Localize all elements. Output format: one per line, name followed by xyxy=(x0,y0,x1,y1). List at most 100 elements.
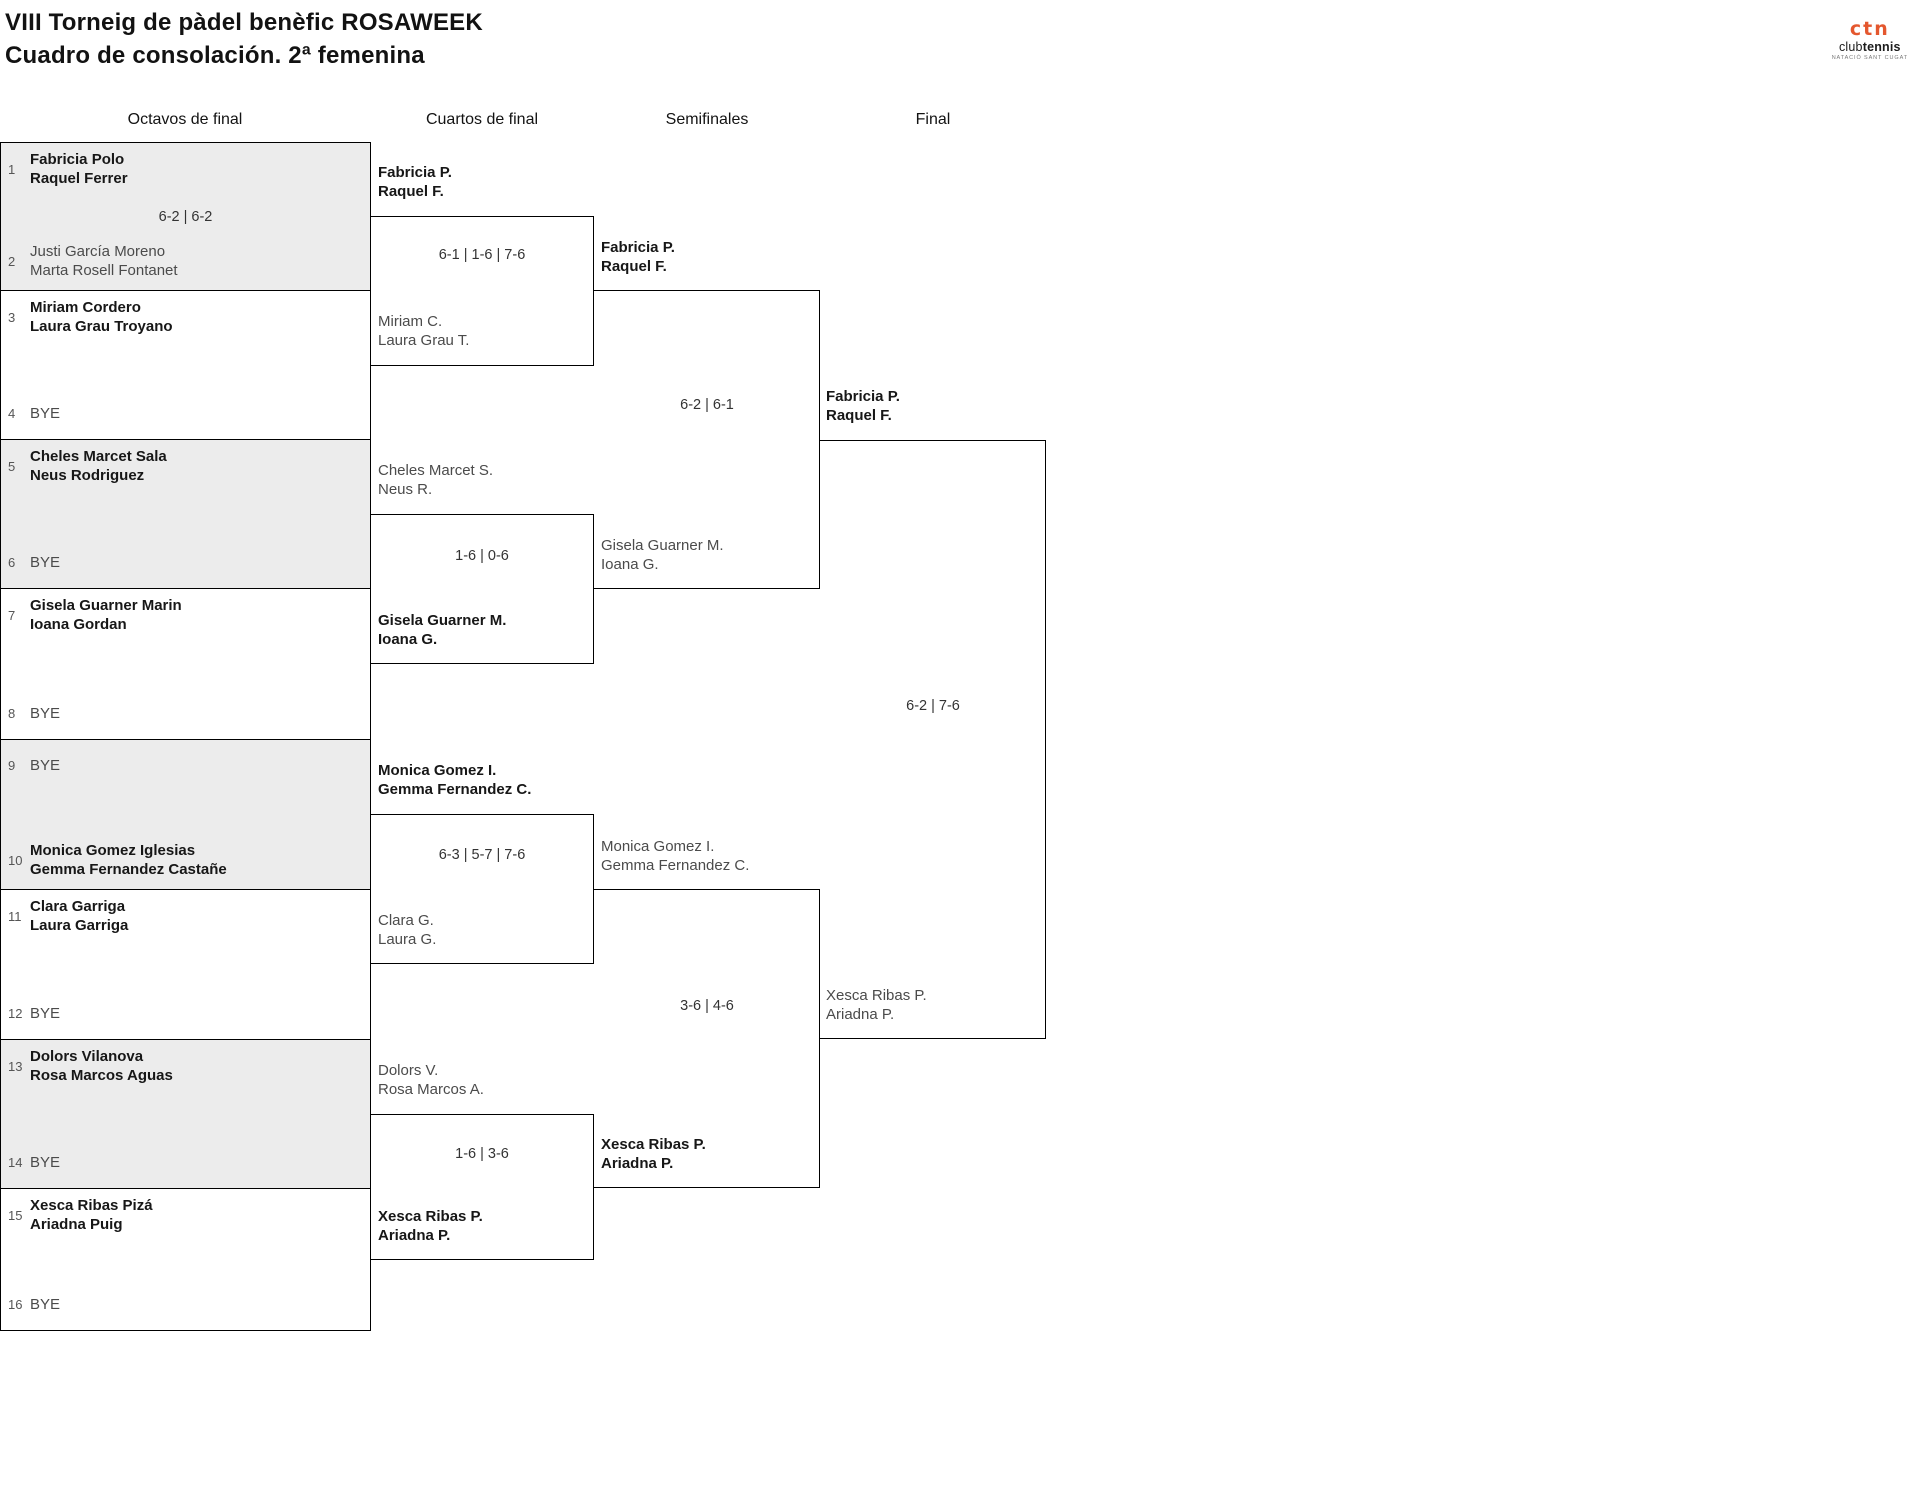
team-names: Fabricia Polo Raquel Ferrer xyxy=(30,150,128,188)
sf1-bottom-team: Gisela Guarner M. Ioana G. xyxy=(601,536,816,574)
qf4-score: 1-6 | 3-6 xyxy=(455,1146,509,1162)
player-name: Rosa Marcos Aguas xyxy=(30,1067,173,1084)
team-name: Ariadna P. xyxy=(826,1006,895,1023)
player-name: Ariadna Puig xyxy=(30,1216,123,1233)
club-name: clubtennis xyxy=(1832,41,1908,54)
team-names: BYE xyxy=(30,1004,60,1023)
team-slot-6: 6 BYE xyxy=(8,553,364,572)
bye-label: BYE xyxy=(30,1296,61,1313)
final-score: 6-2 | 7-6 xyxy=(906,698,960,714)
team-name: Fabricia P. xyxy=(378,164,452,181)
qf1-top-team: Fabricia P. Raquel F. xyxy=(378,163,593,201)
seed-number: 6 xyxy=(8,555,16,570)
page-title-line2: Cuadro de consolación. 2ª femenina xyxy=(5,42,425,69)
qf2-score: 1-6 | 0-6 xyxy=(455,548,509,564)
bye-label: BYE xyxy=(30,705,61,722)
r1-match-7: 13 Dolors Vilanova Rosa Marcos Aguas 14 … xyxy=(0,1039,371,1189)
team-slot-8: 8 BYE xyxy=(8,704,364,723)
team-names: BYE xyxy=(30,404,60,423)
player-name: Clara Garriga xyxy=(30,898,126,915)
sf1-connector xyxy=(593,290,820,589)
player-name: Miriam Cordero xyxy=(30,299,141,316)
round-header-semifinales: Semifinales xyxy=(665,111,749,128)
team-slot-13: 13 Dolors Vilanova Rosa Marcos Aguas xyxy=(8,1047,364,1085)
team-name: Gisela Guarner M. xyxy=(601,537,724,554)
player-name: Gemma Fernandez Castañe xyxy=(30,861,227,878)
team-slot-1: 1 Fabricia Polo Raquel Ferrer xyxy=(8,150,364,188)
r1-match-6: 11 Clara Garriga Laura Garriga 12 BYE xyxy=(0,889,371,1040)
team-name: Ariadna P. xyxy=(378,1227,451,1244)
team-slot-7: 7 Gisela Guarner Marin Ioana Gordan xyxy=(8,596,364,634)
qf2-top-team: Cheles Marcet S. Neus R. xyxy=(378,461,593,499)
team-name: Ioana G. xyxy=(378,631,438,648)
qf3-top-team: Monica Gomez I. Gemma Fernandez C. xyxy=(378,761,593,799)
round-header-cuartos: Cuartos de final xyxy=(425,111,539,128)
team-name: Clara G. xyxy=(378,912,434,929)
team-names: Clara Garriga Laura Garriga xyxy=(30,897,128,935)
team-name: Xesca Ribas P. xyxy=(378,1208,483,1225)
player-name: Marta Rosell Fontanet xyxy=(30,262,178,279)
qf2-bottom-team: Gisela Guarner M. Ioana G. xyxy=(378,611,593,649)
player-name: Cheles Marcet Sala xyxy=(30,448,167,465)
seed-number: 7 xyxy=(8,607,16,623)
team-name: Miriam C. xyxy=(378,313,443,330)
team-slot-5: 5 Cheles Marcet Sala Neus Rodriguez xyxy=(8,447,364,485)
qf1-connector xyxy=(370,216,594,366)
qf2-connector xyxy=(370,514,594,664)
r1-match-5: 9 BYE 10 Monica Gomez Iglesias Gemma Fer… xyxy=(0,739,371,890)
team-names: Cheles Marcet Sala Neus Rodriguez xyxy=(30,447,167,485)
team-names: Monica Gomez Iglesias Gemma Fernandez Ca… xyxy=(30,841,227,879)
bye-label: BYE xyxy=(30,405,61,422)
bye-label: BYE xyxy=(30,757,61,774)
seed-number: 16 xyxy=(8,1297,23,1312)
player-name: Monica Gomez Iglesias xyxy=(30,842,196,859)
player-name: Xesca Ribas Pizá xyxy=(30,1197,153,1214)
team-name: Laura Grau T. xyxy=(378,332,470,349)
team-name: Dolors V. xyxy=(378,1062,439,1079)
team-name: Raquel F. xyxy=(378,183,444,200)
seed-number: 13 xyxy=(8,1058,23,1074)
qf3-score: 6-3 | 5-7 | 7-6 xyxy=(438,847,526,863)
team-name: Fabricia P. xyxy=(826,388,900,405)
team-names: Justi García Moreno Marta Rosell Fontane… xyxy=(30,242,178,280)
player-name: Ioana Gordan xyxy=(30,616,127,633)
team-name: Raquel F. xyxy=(826,407,892,424)
team-names: BYE xyxy=(30,1295,60,1314)
team-name: Gisela Guarner M. xyxy=(378,612,507,629)
seed-number: 11 xyxy=(8,908,22,924)
sf2-bottom-team: Xesca Ribas P. Ariadna P. xyxy=(601,1135,816,1173)
page-title: VIII Torneig de pàdel benèfic ROSAWEEK C… xyxy=(5,6,483,72)
team-names: Xesca Ribas Pizá Ariadna Puig xyxy=(30,1196,153,1234)
r1-match-8: 15 Xesca Ribas Pizá Ariadna Puig 16 BYE xyxy=(0,1188,371,1331)
club-subtitle: NATACIÓ SANT CUGAT xyxy=(1831,54,1908,61)
club-name-regular: club xyxy=(1838,40,1863,54)
final-bottom-team: Xesca Ribas P. Ariadna P. xyxy=(826,986,1041,1024)
team-name: Monica Gomez I. xyxy=(601,838,715,855)
round-header-final: Final xyxy=(915,111,951,128)
sf2-score: 3-6 | 4-6 xyxy=(680,998,734,1014)
team-slot-3: 3 Miriam Cordero Laura Grau Troyano xyxy=(8,298,364,336)
r1-match-2: 3 Miriam Cordero Laura Grau Troyano 4 BY… xyxy=(0,290,371,440)
team-name: Rosa Marcos A. xyxy=(378,1081,484,1098)
player-name: Dolors Vilanova xyxy=(30,1048,144,1065)
team-names: BYE xyxy=(30,704,60,723)
team-names: BYE xyxy=(30,1153,60,1172)
qf4-bottom-team: Xesca Ribas P. Ariadna P. xyxy=(378,1207,593,1245)
seed-number: 3 xyxy=(8,309,16,325)
seed-number: 1 xyxy=(8,161,16,177)
team-slot-16: 16 BYE xyxy=(8,1295,364,1314)
r1-match-1: 1 Fabricia Polo Raquel Ferrer 6-2 | 6-2 … xyxy=(0,142,371,291)
team-slot-11: 11 Clara Garriga Laura Garriga xyxy=(8,897,364,935)
team-names: BYE xyxy=(30,756,60,775)
club-logo: ctn clubtennis NATACIÓ SANT CUGAT xyxy=(1832,20,1908,61)
final-connector xyxy=(819,440,1046,1039)
seed-number: 9 xyxy=(8,758,16,773)
final-top-team: Fabricia P. Raquel F. xyxy=(826,387,1041,425)
team-slot-10: 10 Monica Gomez Iglesias Gemma Fernandez… xyxy=(8,841,364,879)
sf2-top-team: Monica Gomez I. Gemma Fernandez C. xyxy=(601,837,816,875)
player-name: Fabricia Polo xyxy=(30,151,125,168)
sf1-score: 6-2 | 6-1 xyxy=(680,397,734,413)
team-slot-14: 14 BYE xyxy=(8,1153,364,1172)
team-name: Gemma Fernandez C. xyxy=(601,857,750,874)
r1-match-4: 7 Gisela Guarner Marin Ioana Gordan 8 BY… xyxy=(0,588,371,740)
